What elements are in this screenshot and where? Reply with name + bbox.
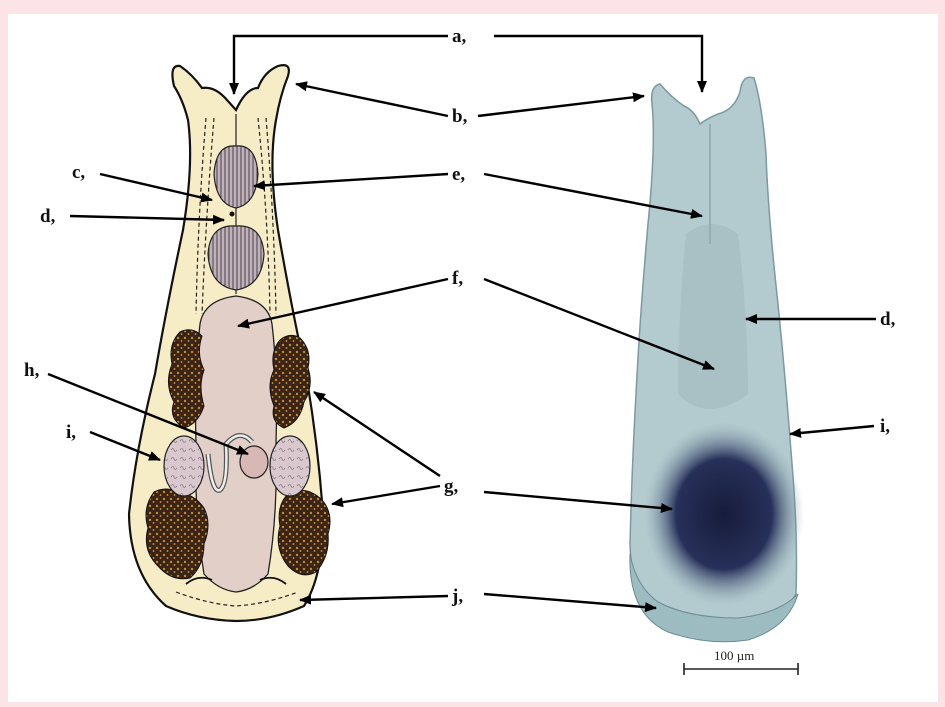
figure-svg: a, b, c, e, d, f, d, h, i, i, g, j, 100 …: [8, 14, 938, 702]
label-i-right: i,: [880, 416, 890, 437]
label-e: e,: [452, 164, 465, 185]
figure-panel: a, b, c, e, d, f, d, h, i, i, g, j, 100 …: [8, 14, 938, 702]
specimen-micrograph: [630, 77, 804, 642]
drawing-pharynx-anterior: [214, 146, 258, 208]
scale-bar: 100 µm: [684, 648, 798, 675]
drawing-testis-right: [270, 436, 310, 496]
drawing-vitellaria-right-lower: [278, 490, 330, 575]
label-g: g,: [444, 476, 459, 497]
label-d-right: d,: [880, 309, 896, 330]
label-i-left: i,: [66, 422, 76, 443]
arrow-e-left: [254, 174, 448, 186]
arrow-i-right: [790, 426, 874, 434]
arrow-g-lower: [332, 486, 440, 504]
label-c: c,: [72, 162, 85, 183]
micrograph-inner-band: [678, 224, 748, 409]
arrow-g-upper: [314, 392, 440, 476]
micrograph-dark-mass: [644, 422, 804, 606]
label-b: b,: [452, 106, 468, 127]
drawing-testis-left: [164, 436, 204, 496]
drawing-eyespot: [230, 212, 235, 217]
specimen-drawing: [129, 65, 330, 621]
drawing-gut: [196, 296, 277, 592]
arrow-b-left: [296, 84, 448, 116]
arrow-j-left: [300, 596, 448, 600]
arrow-j-right: [484, 594, 656, 608]
drawing-copulatory-organ: [240, 446, 268, 478]
label-h: h,: [24, 360, 40, 381]
label-f: f,: [452, 268, 463, 289]
label-j: j,: [451, 586, 463, 607]
arrow-a-right: [494, 36, 702, 92]
drawing-vitellaria-left-upper: [168, 330, 204, 428]
label-d-left: d,: [40, 206, 56, 227]
drawing-pharynx-posterior: [208, 226, 264, 290]
scale-bar-label: 100 µm: [714, 648, 754, 663]
label-a: a,: [452, 26, 467, 47]
arrow-b-right: [478, 96, 644, 116]
